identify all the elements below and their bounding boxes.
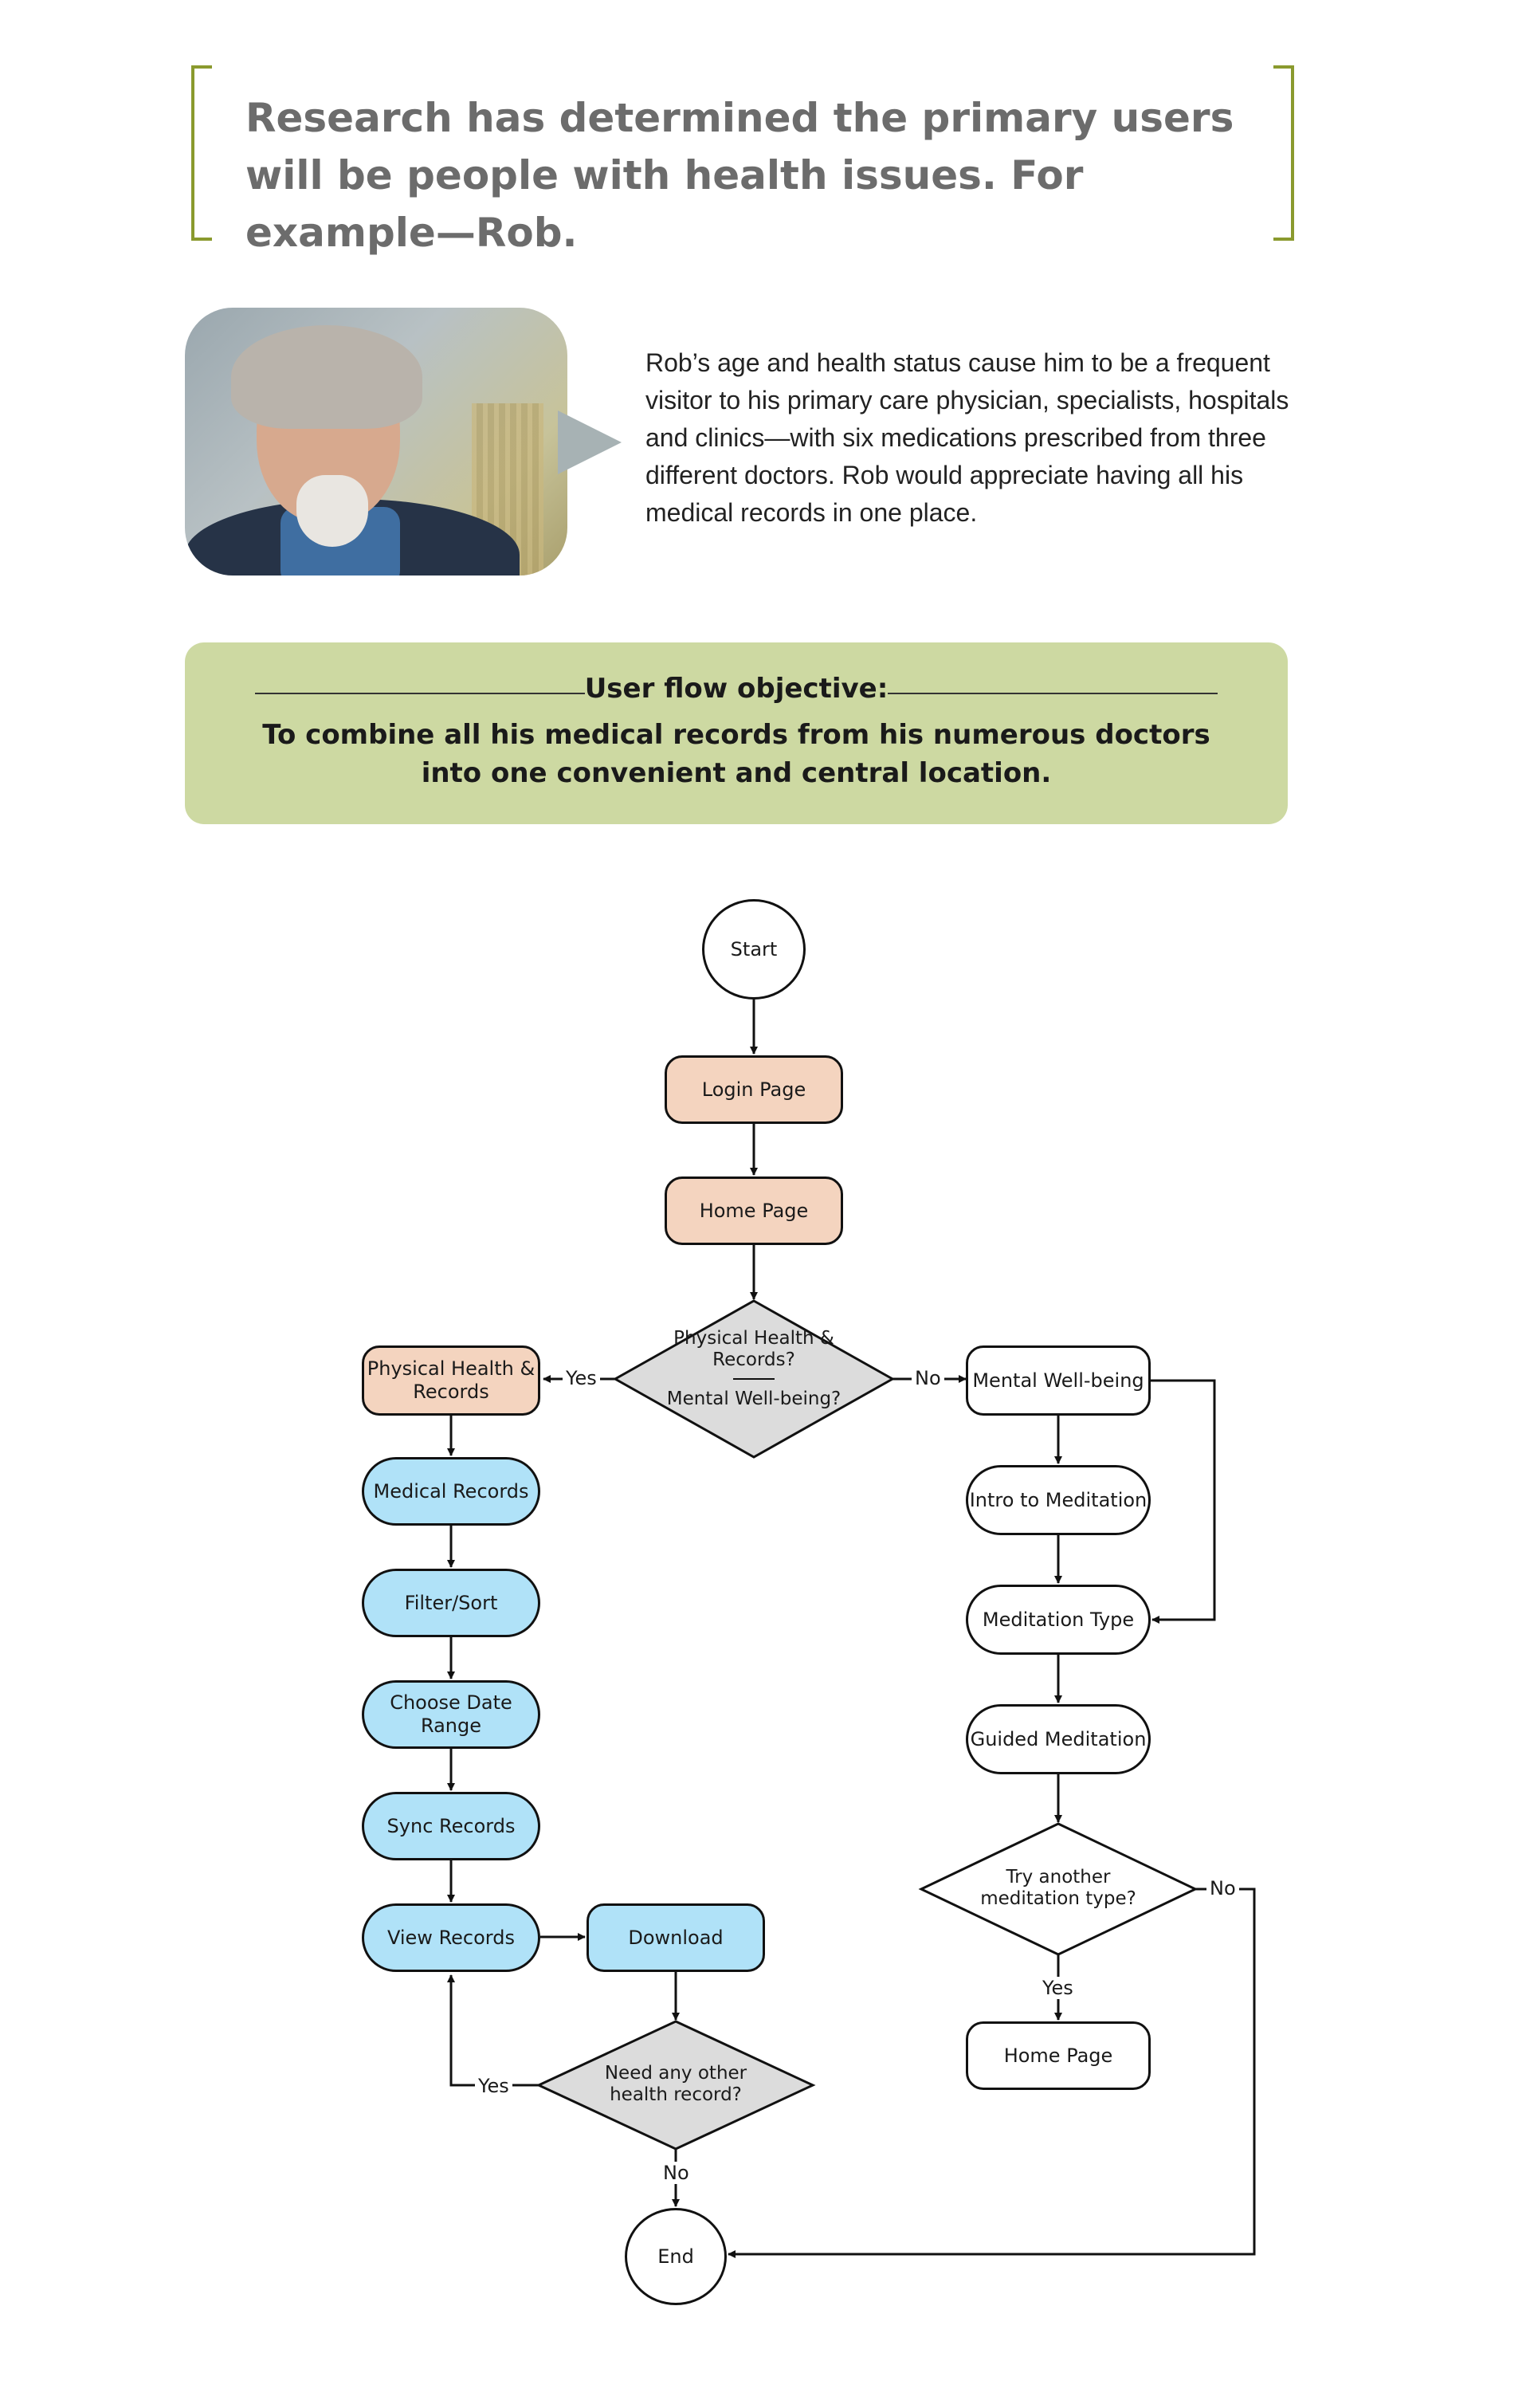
edge-mental-type-bypass [1151,1379,1216,1624]
node-home-page-2: Home Page [966,2021,1151,2090]
decision-main-label-bottom: Mental Well-being? [666,1389,842,1409]
objective-rule-left [255,693,585,694]
edge-label-no-end: No [660,2162,692,2184]
edge-label-yes-home: Yes [1039,1977,1077,1999]
speech-bubble-tail [558,410,622,474]
left-bracket [191,65,212,241]
node-download: Download [586,1903,765,1972]
objective-panel: User flow objective: To combine all his … [185,642,1288,824]
photo-hair [231,325,422,429]
quote-text: Research has determined the primary user… [245,95,1234,256]
objective-rule-right [888,693,1218,694]
node-medical-records: Medical Records [362,1457,540,1526]
persona-description: Rob’s age and health status cause him to… [645,348,1289,527]
node-meditation-type: Meditation Type [966,1585,1151,1655]
right-bracket [1273,65,1294,241]
node-login-page: Login Page [665,1055,843,1124]
decision-main-label-top: Physical Health & Records? [673,1328,834,1370]
edge-label-yes-view: Yes [475,2075,512,2097]
node-filter-sort: Filter/Sort [362,1569,540,1637]
node-start: Start [702,899,806,1000]
objective-heading: User flow objective: [584,673,889,705]
node-sync-records: Sync Records [362,1792,540,1860]
photo-beard [296,475,368,547]
decision-another-label: Try another meditation type? [980,1867,1136,1909]
node-date-range: Choose Date Range [362,1680,540,1749]
node-end: End [625,2208,727,2305]
edge-other-yes-view [447,1974,539,2087]
edge-label-yes-physical: Yes [563,1367,600,1389]
persona-photo [185,308,567,575]
node-home-page: Home Page [665,1177,843,1245]
decision-other-label: Need any other health record? [604,2063,747,2105]
node-guided-meditation: Guided Meditation [966,1704,1151,1774]
node-view-records: View Records [362,1903,540,1972]
edge-label-no-end-right: No [1206,1877,1239,1899]
intro-quote: Research has determined the primary user… [191,65,1294,256]
edge-label-no-mental: No [912,1367,944,1389]
objective-body: To combine all his medical records from … [262,719,1210,789]
node-intro-meditation: Intro to Meditation [966,1465,1151,1535]
node-physical-health: Physical Health & Records [362,1345,540,1416]
node-mental-wellbeing: Mental Well-being [966,1345,1151,1416]
